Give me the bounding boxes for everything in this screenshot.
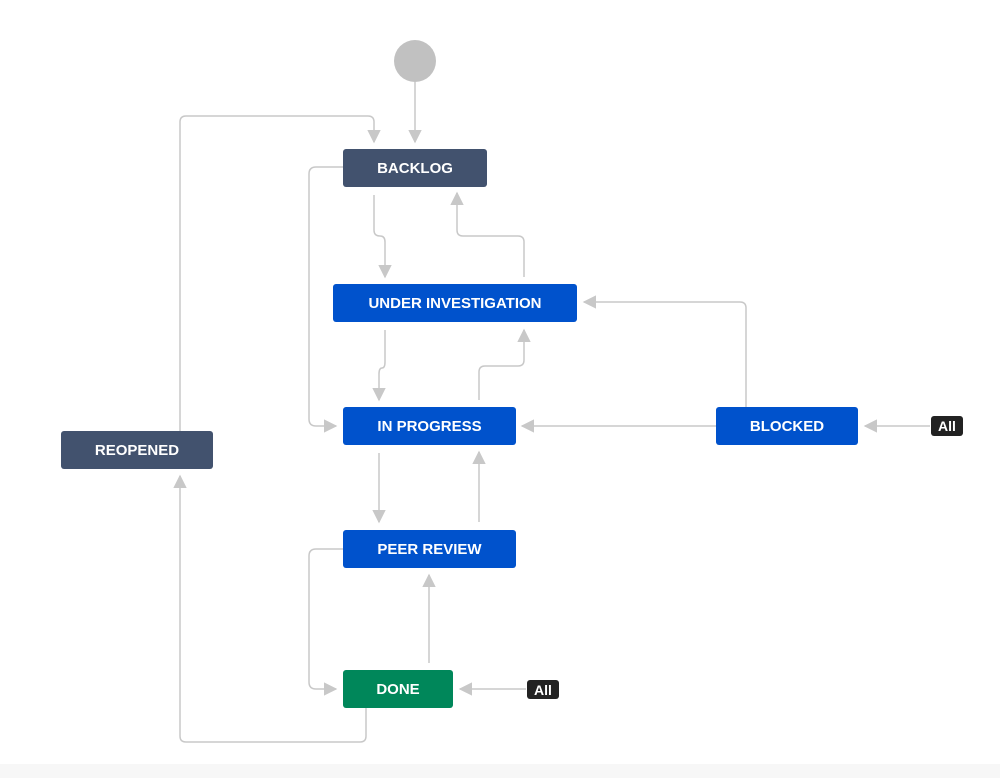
edge-inprogress-underinv[interactable]	[478, 328, 531, 400]
edge-backlog-inprogress[interactable]	[308, 166, 343, 433]
edge-underinv-inprogress[interactable]	[372, 330, 386, 402]
status-blocked[interactable]: BLOCKED	[716, 407, 858, 445]
status-peer-review[interactable]: PEER REVIEW	[343, 530, 516, 568]
start-node[interactable]	[394, 40, 436, 82]
status-reopened[interactable]: REOPENED	[61, 431, 213, 469]
edge-underinv-backlog[interactable]	[450, 191, 525, 277]
edge-peerreview-done[interactable]	[308, 548, 343, 696]
status-under-investigation[interactable]: UNDER INVESTIGATION	[333, 284, 577, 322]
edge-blocked-underinv[interactable]	[582, 295, 747, 407]
global-transition-badge-blocked[interactable]: All	[931, 416, 963, 436]
status-done[interactable]: DONE	[343, 670, 453, 708]
bottom-strip	[0, 764, 1000, 778]
global-transition-badge-done[interactable]: All	[527, 680, 559, 699]
edge-done-reopened[interactable]	[173, 474, 367, 743]
status-backlog[interactable]: BACKLOG	[343, 149, 487, 187]
edge-backlog-underinv[interactable]	[373, 195, 392, 279]
status-in-progress[interactable]: IN PROGRESS	[343, 407, 516, 445]
edge-reopened-backlog[interactable]	[179, 115, 381, 431]
